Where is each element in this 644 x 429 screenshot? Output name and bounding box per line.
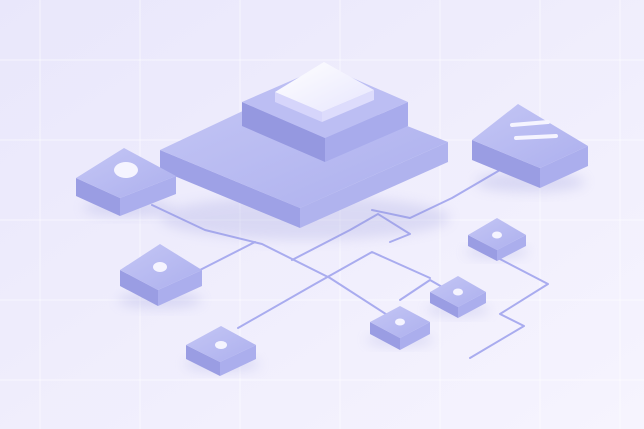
network-node-center <box>366 306 434 350</box>
network-node-icon <box>76 148 176 216</box>
connector-right-bottom <box>469 257 549 359</box>
network-node-left <box>118 244 202 308</box>
connector-left-mid <box>199 241 256 271</box>
network-node-bottom-left <box>184 326 260 376</box>
connector-bottom-left <box>237 251 431 329</box>
stacked-platform-icon <box>242 62 408 162</box>
document-card-icon <box>472 104 588 192</box>
network-node-right-mid <box>426 276 490 318</box>
network-node-right-top <box>465 218 529 261</box>
